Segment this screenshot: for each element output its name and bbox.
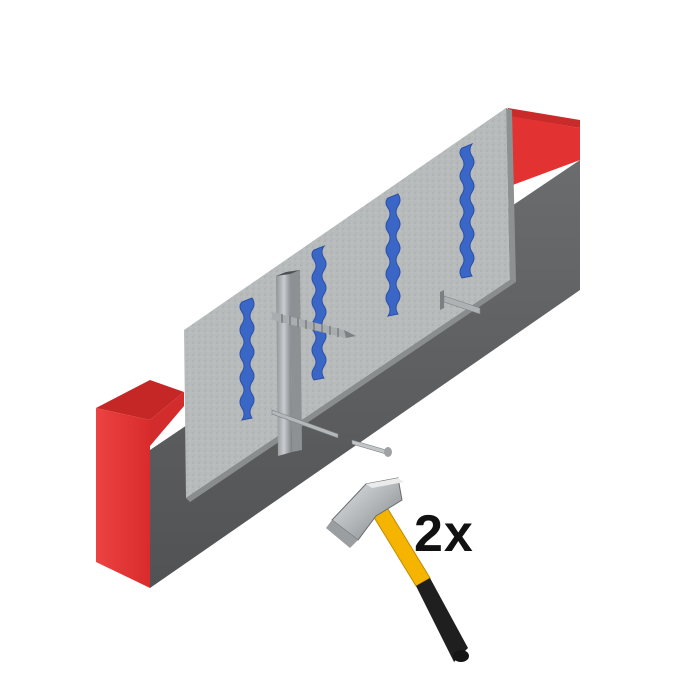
adhesive-strip-2: [311, 244, 327, 381]
anchor-rod-icon: [272, 312, 356, 338]
adhesive-strip-3: [385, 193, 401, 317]
hammer-head-top: [366, 478, 404, 488]
adhesive-strips: [239, 142, 475, 421]
hammer-icon: [326, 477, 469, 662]
adhesive-strip-1: [239, 297, 255, 421]
board-edge: [506, 108, 516, 282]
board-face: [184, 108, 510, 498]
wall-top-back-red: [508, 108, 580, 128]
bracket-upright: [440, 290, 444, 310]
hammer-head-face: [326, 520, 358, 548]
anchor-rod-threads: [281, 314, 339, 337]
adhesive-strip-4: [459, 142, 475, 279]
wall-left-red-face: [96, 408, 150, 588]
bracket-arm: [443, 295, 481, 315]
pin-rod-body: [271, 409, 339, 439]
wall-top-red: [96, 380, 184, 420]
nail-head: [384, 447, 392, 457]
bracket-icon: [440, 290, 481, 315]
anchor-rod-tip: [344, 330, 356, 338]
square-tube-post: [276, 270, 302, 456]
hammer-grip-black: [416, 578, 468, 662]
pin-rod-icon: [271, 409, 339, 439]
hammer-grip-end: [453, 650, 469, 662]
insulation-board: [184, 108, 516, 502]
board-bottom-edge: [186, 280, 516, 502]
wall-red-stripe-left: [150, 392, 184, 446]
post-front: [276, 272, 292, 456]
count-label: 2x: [414, 505, 474, 563]
nail-shank: [351, 439, 387, 455]
nail-icon: [351, 439, 392, 457]
post-side: [290, 270, 302, 452]
wall-back-red-face: [510, 116, 580, 186]
post-top: [276, 270, 300, 276]
